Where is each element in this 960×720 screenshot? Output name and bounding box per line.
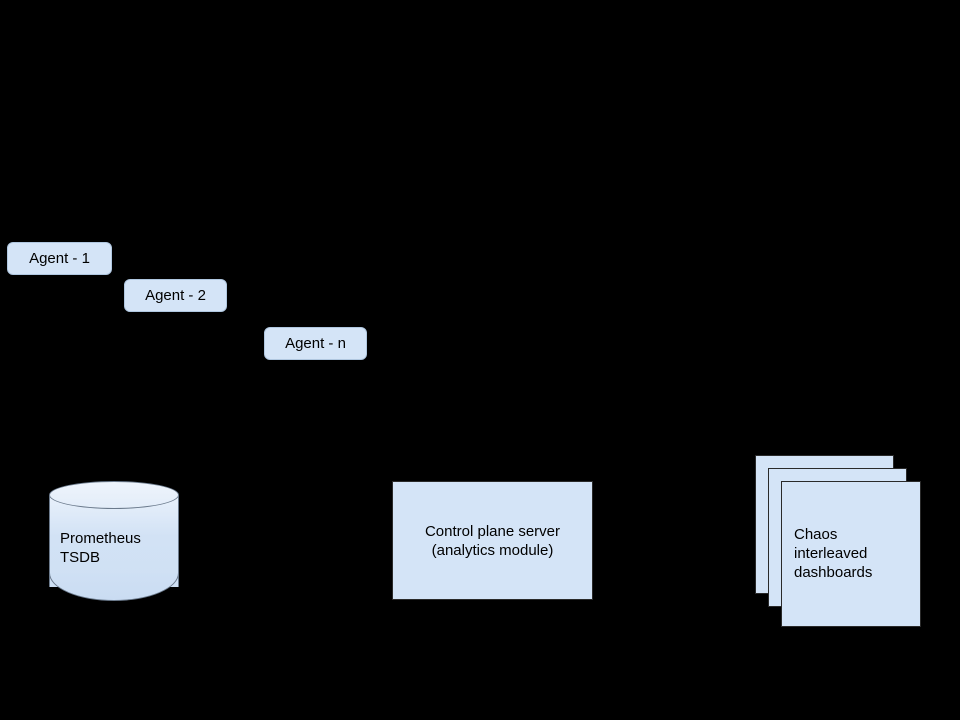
node-prometheus-tsdb[interactable]: Prometheus TSDB [49, 481, 179, 601]
node-chaos-dashboards-label: Chaos interleaved dashboards [794, 526, 873, 581]
cylinder-body [49, 495, 179, 587]
node-agent-1[interactable]: Agent - 1 [7, 242, 112, 275]
node-agent-2[interactable]: Agent - 2 [124, 279, 227, 312]
node-agent-n[interactable]: Agent - n [264, 327, 367, 360]
node-prometheus-tsdb-label: Prometheus TSDB [60, 530, 141, 566]
node-agent-n-label: Agent - n [285, 335, 346, 352]
node-agent-1-label: Agent - 1 [29, 250, 90, 267]
node-control-plane-server-label: Control plane server (analytics module) [424, 522, 561, 559]
cylinder-bottom [49, 573, 179, 601]
cylinder-top-ellipse [49, 481, 179, 509]
node-chaos-dashboards[interactable]: Chaos interleaved dashboards [781, 481, 921, 627]
node-agent-2-label: Agent - 2 [145, 287, 206, 304]
node-control-plane-server[interactable]: Control plane server (analytics module) [392, 481, 593, 600]
